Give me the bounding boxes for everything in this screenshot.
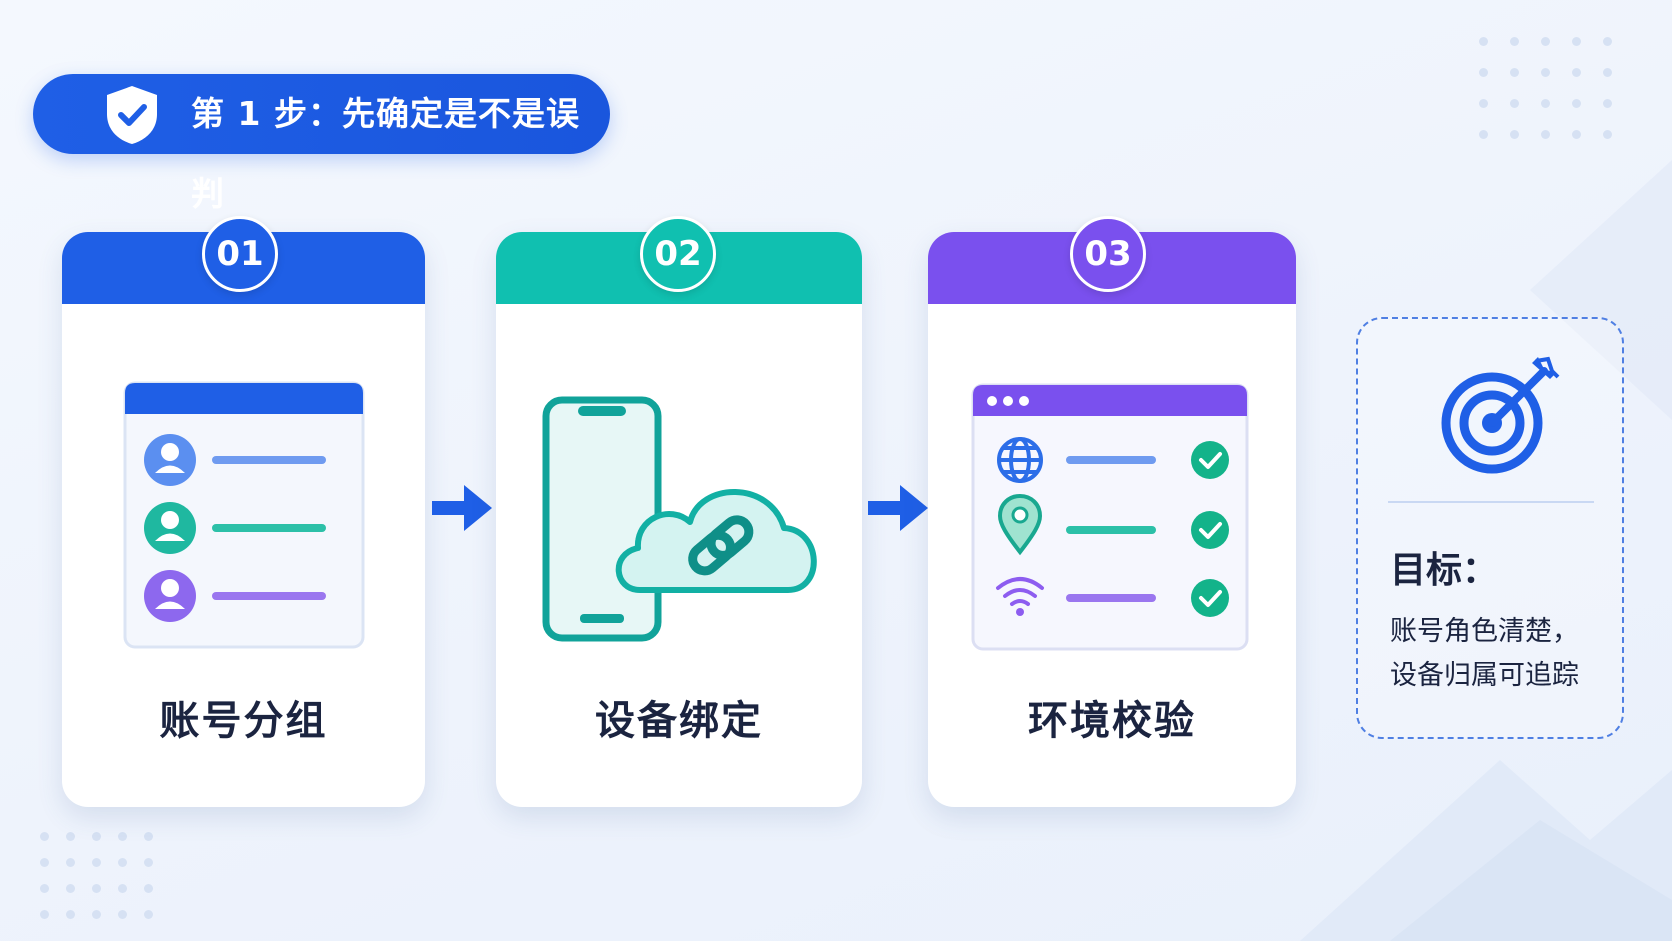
decorative-dot-grid-bottom-left	[40, 832, 153, 919]
goal-title: 目标：	[1390, 550, 1499, 591]
goal-text-line-2: 设备归属可追踪	[1390, 660, 1579, 691]
goal-panel: 目标： 账号角色清楚， 设备归属可追踪	[1356, 317, 1624, 739]
step-card-environment-check: 03 环境校验	[928, 216, 1296, 807]
step-label: 账号分组	[159, 698, 328, 744]
step-card-account-group: 01 账号分组	[62, 216, 425, 807]
step-number-badge: 01	[202, 216, 278, 292]
shield-check-icon	[107, 86, 157, 144]
decorative-dot-grid-top-right	[1479, 37, 1612, 139]
arrow-right-icon	[432, 485, 492, 531]
target-arrow-icon	[1441, 356, 1560, 474]
page-title: 第 1 步：先确定是不是误判	[191, 94, 580, 213]
phone-cloud-link-icon	[542, 396, 817, 642]
step-label: 环境校验	[1028, 698, 1196, 744]
goal-text-line-1: 账号角色清楚，	[1390, 616, 1579, 647]
step-label: 设备绑定	[595, 698, 763, 744]
environment-check-icon	[971, 383, 1249, 651]
step-card-device-binding: 02 设备绑定	[496, 216, 862, 807]
goal-divider	[1388, 501, 1594, 503]
step-title-banner: 第 1 步：先确定是不是误判	[33, 74, 610, 213]
user-list-icon	[123, 381, 365, 649]
step-number-badge: 02	[640, 216, 716, 292]
arrow-right-icon	[868, 485, 928, 531]
step-number-badge: 03	[1070, 216, 1146, 292]
